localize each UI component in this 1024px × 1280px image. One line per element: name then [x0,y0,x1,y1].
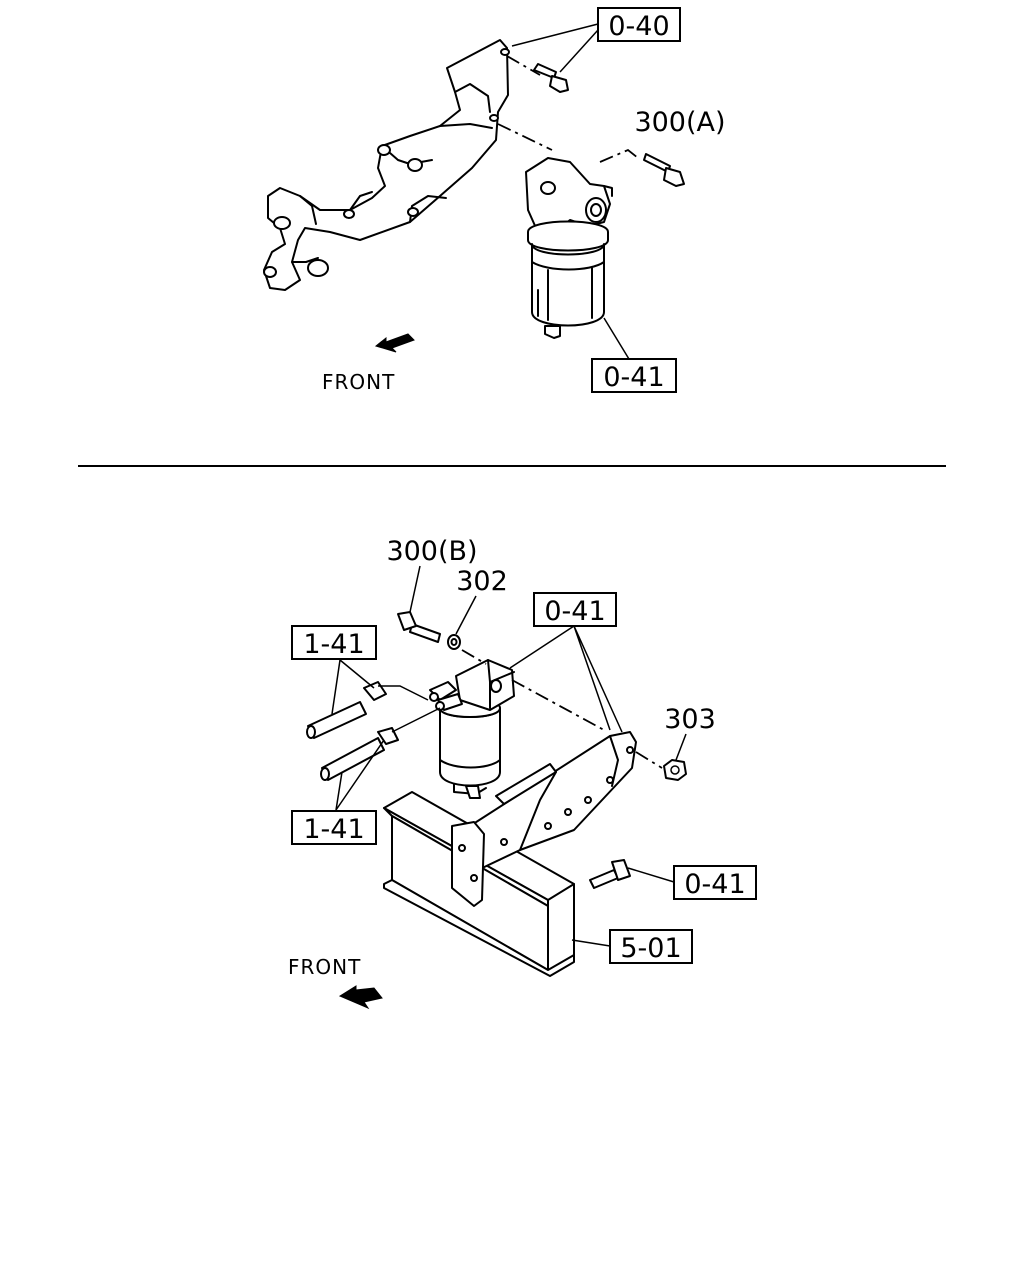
callout-1-41-top: 1-41 [303,629,364,660]
callout-0-40: 0-40 [608,11,669,42]
hose-upper [306,681,429,739]
bolt-300a [599,148,685,187]
bolt-300b [397,611,441,643]
callout-5-01: 5-01 [620,933,681,964]
front-arrow-icon [338,985,383,1010]
fuel-filter-lower [429,659,515,799]
front-label-lower: FRONT [288,955,361,979]
callout-303: 303 [664,704,716,735]
bolt-0-40 [533,63,569,93]
lower-view: 300(B) 302 0-41 1-41 303 1-41 0-41 5-01 … [288,536,757,1010]
leader-0-40 [511,23,599,73]
callout-302: 302 [456,566,508,597]
filter-bracket [451,731,637,907]
bolt-0-41-mount [589,859,631,889]
engine-bracket [263,39,510,291]
washer-302 [447,634,461,650]
nut-303 [663,759,687,781]
fuel-filter-upper [525,157,613,339]
callout-0-41-mount: 0-41 [684,869,745,900]
callout-300a: 300(A) [634,107,725,138]
leader-filter-0-41 [603,317,633,365]
callout-0-41-upper: 0-41 [603,362,664,393]
front-arrow-icon [374,333,415,353]
front-label-upper: FRONT [322,370,395,394]
hose-lower [320,707,441,781]
callout-1-41-bottom: 1-41 [303,814,364,845]
upper-view: 0-40 300(A) 0-41 FRONT [263,7,726,394]
callout-300b: 300(B) [386,536,477,567]
callout-0-41-bracket: 0-41 [544,596,605,627]
